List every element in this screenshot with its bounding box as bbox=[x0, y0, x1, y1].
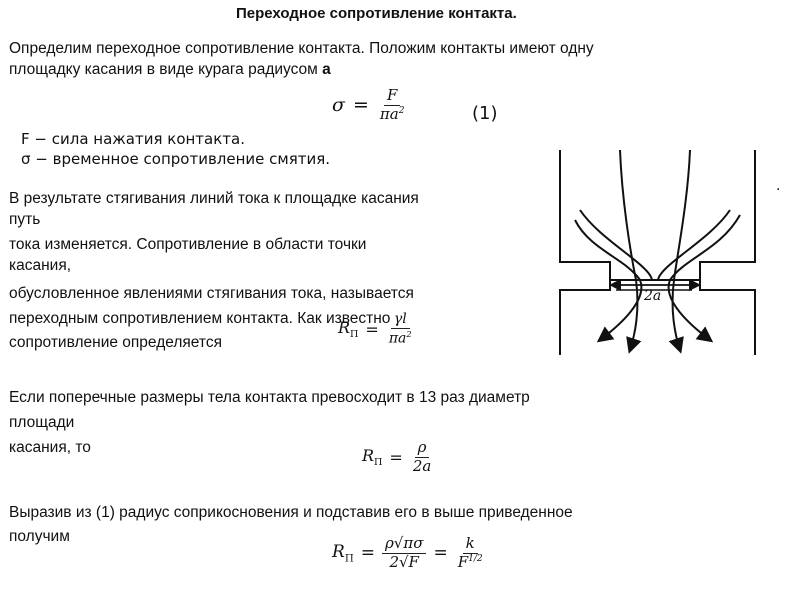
eq1-denominator: πa2 bbox=[379, 104, 405, 123]
intro-line-2: площадку касания в виде курага радиусом … bbox=[9, 61, 331, 78]
eq3-equals: = bbox=[389, 447, 403, 467]
equation-4: RП = ρ√πσ 2√F = k F1/2 bbox=[332, 535, 486, 571]
eq4-lhs: RП bbox=[332, 542, 354, 565]
eq1-fraction: F πa2 bbox=[377, 87, 408, 123]
para2-line-6: переходным сопротивлением контакта. Как … bbox=[9, 310, 391, 327]
eq1-lhs: σ bbox=[332, 94, 345, 117]
para3-line-2: площади bbox=[9, 414, 75, 431]
stray-dot: . bbox=[776, 177, 780, 194]
para4-line-1: Выразив из (1) радиус соприкосновения и … bbox=[9, 504, 573, 521]
para2-line-7: сопротивление определяется bbox=[9, 334, 222, 351]
eq1-equals: = bbox=[352, 94, 369, 117]
equation-3: RП = ρ 2a bbox=[362, 439, 435, 475]
eq3-fraction: ρ 2a bbox=[410, 439, 435, 475]
eq2-lhs: RП bbox=[338, 317, 359, 341]
eq4-numerator-1: ρ√πσ bbox=[381, 535, 427, 554]
legend-force: F − сила нажатия контакта. bbox=[21, 130, 245, 148]
eq4-equals-1: = bbox=[360, 543, 375, 564]
eq1-numerator: F bbox=[383, 87, 401, 106]
para2-line-2: путь bbox=[9, 211, 41, 228]
contact-current-lines-figure: 2a . bbox=[559, 149, 780, 355]
equation-1: σ = F πa2 bbox=[332, 87, 408, 123]
eq3-denominator: 2a bbox=[412, 456, 432, 475]
intro-line-1: Определим переходное сопротивление конта… bbox=[9, 40, 594, 57]
para2-line-4: касания, bbox=[9, 257, 72, 274]
contact-outline bbox=[559, 150, 756, 355]
eq4-fraction-2: k F1/2 bbox=[455, 535, 486, 571]
legend-sigma: σ − временное сопротивление смятия. bbox=[21, 150, 331, 168]
para4-line-2: получим bbox=[9, 528, 70, 545]
eq3-lhs: RП bbox=[362, 446, 383, 469]
para3-line-3: касания, то bbox=[9, 439, 91, 456]
dimension-2a: 2a bbox=[609, 279, 701, 304]
eq2-fraction: γl πa2 bbox=[386, 312, 415, 346]
para2-line-5: обусловленное явлениями стягивания тока,… bbox=[9, 285, 414, 302]
eq2-denominator: πa2 bbox=[388, 328, 412, 347]
eq4-numerator-2: k bbox=[462, 535, 478, 554]
eq4-equals-2: = bbox=[433, 543, 448, 564]
dimension-label: 2a bbox=[643, 288, 661, 304]
eq2-equals: = bbox=[365, 319, 379, 339]
eq2-numerator: γl bbox=[390, 312, 410, 329]
eq4-denominator-1: 2√F bbox=[389, 552, 419, 571]
equation-2: RП = γl πa2 bbox=[338, 312, 415, 346]
slide-title: Переходное сопротивление контакта. bbox=[236, 5, 517, 22]
eq4-denominator-2: F1/2 bbox=[457, 552, 483, 571]
para2-line-1: В результате стягивания линий тока к пло… bbox=[9, 190, 419, 207]
para3-line-1: Если поперечные размеры тела контакта пр… bbox=[9, 389, 530, 406]
eq3-numerator: ρ bbox=[414, 439, 430, 458]
radius-symbol: а bbox=[322, 61, 331, 78]
para2-line-3: тока изменяется. Сопротивление в области… bbox=[9, 236, 367, 253]
eq4-fraction-1: ρ√πσ 2√F bbox=[381, 535, 427, 571]
current-lines bbox=[574, 149, 741, 354]
eq1-label: (1) bbox=[472, 103, 498, 124]
